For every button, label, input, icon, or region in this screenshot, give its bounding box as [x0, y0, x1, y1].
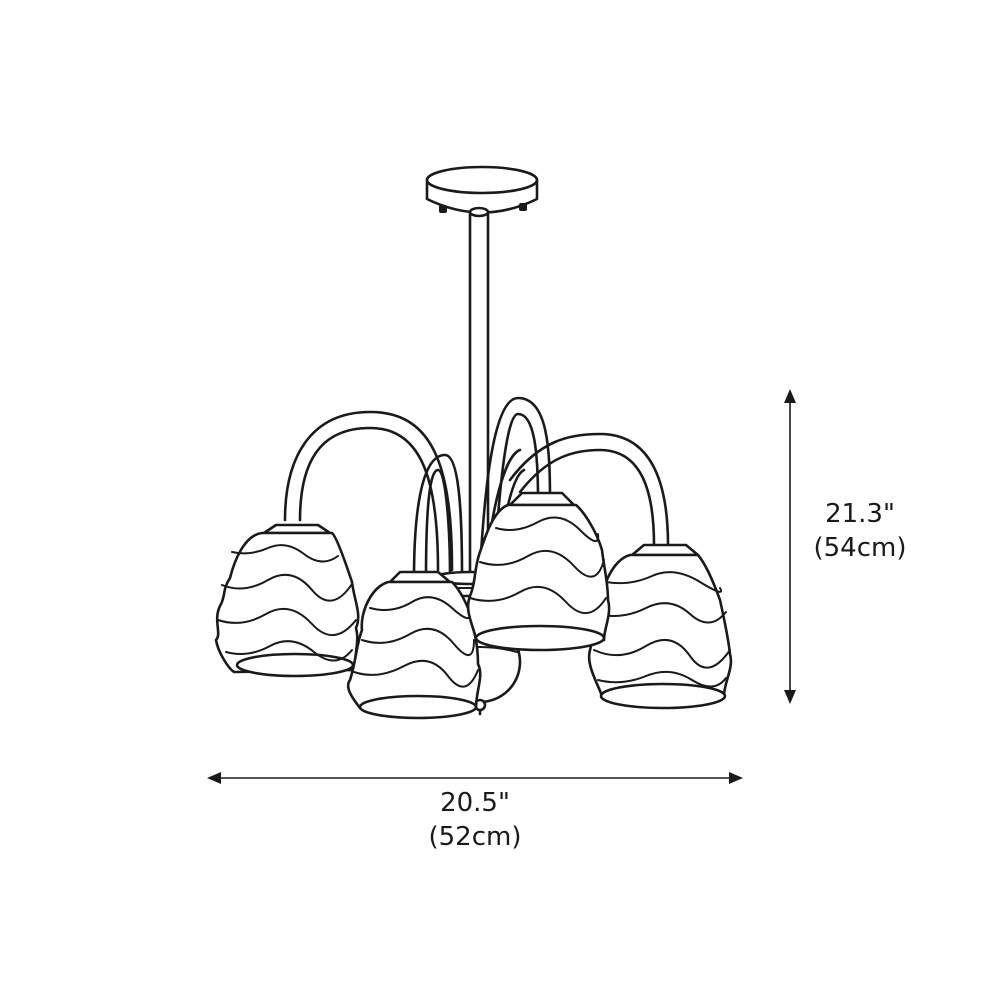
width-dimension-line [207, 772, 743, 784]
chandelier-arms [283, 396, 670, 580]
arrow-left-icon [207, 772, 221, 784]
height-cm: (54cm) [813, 533, 907, 563]
height-inches: 21.3" [825, 499, 895, 529]
arrow-right-icon [729, 772, 743, 784]
shade-front-right [466, 491, 611, 652]
width-inches: 20.5" [440, 788, 510, 818]
shade-rear-left [214, 523, 360, 678]
width-dimension-label: 20.5" (52cm) [375, 786, 575, 854]
shade-front-left [346, 570, 482, 720]
width-cm: (52cm) [428, 822, 522, 852]
height-dimension-label: 21.3" (54cm) [800, 497, 920, 565]
arrow-down-icon [784, 690, 796, 704]
down-rod [468, 206, 490, 580]
arrow-up-icon [784, 389, 796, 403]
ceiling-canopy [425, 165, 539, 214]
shade-rear-right [587, 543, 733, 710]
height-dimension-line [784, 389, 796, 704]
